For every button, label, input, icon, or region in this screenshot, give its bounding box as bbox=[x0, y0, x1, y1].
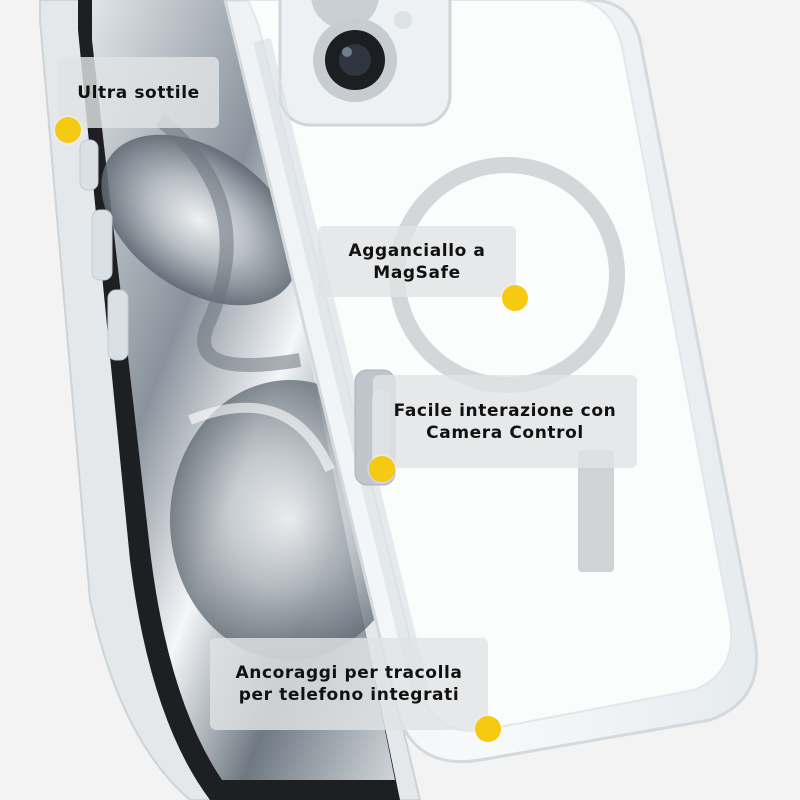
marker-ultra-thin bbox=[55, 117, 81, 143]
callout-strap-anchors-line-2: per telefono integrati bbox=[238, 685, 460, 705]
callout-ultra-thin-text: Ultra sottile bbox=[77, 82, 200, 103]
callout-camera-control-line-2: Camera Control bbox=[426, 422, 584, 443]
callout-magsafe-line-1: Agganciallo a bbox=[348, 240, 486, 261]
callout-strap-anchors-line-1: Ancoraggi per tracolla bbox=[235, 663, 463, 683]
callout-camera-control-line-1: Facile interazione con bbox=[393, 400, 617, 421]
callout-camera-control: Facile interazione con Camera Control bbox=[373, 375, 637, 468]
marker-camera-control bbox=[369, 456, 395, 482]
marker-strap-anchors bbox=[475, 716, 501, 742]
callout-magsafe-line-2: MagSafe bbox=[373, 262, 461, 283]
marker-magsafe bbox=[502, 285, 528, 311]
callout-strap-anchors: Ancoraggi per tracolla per telefono inte… bbox=[210, 638, 488, 730]
callout-magsafe: Agganciallo a MagSafe bbox=[318, 226, 516, 297]
callout-ultra-thin: Ultra sottile bbox=[58, 57, 219, 128]
